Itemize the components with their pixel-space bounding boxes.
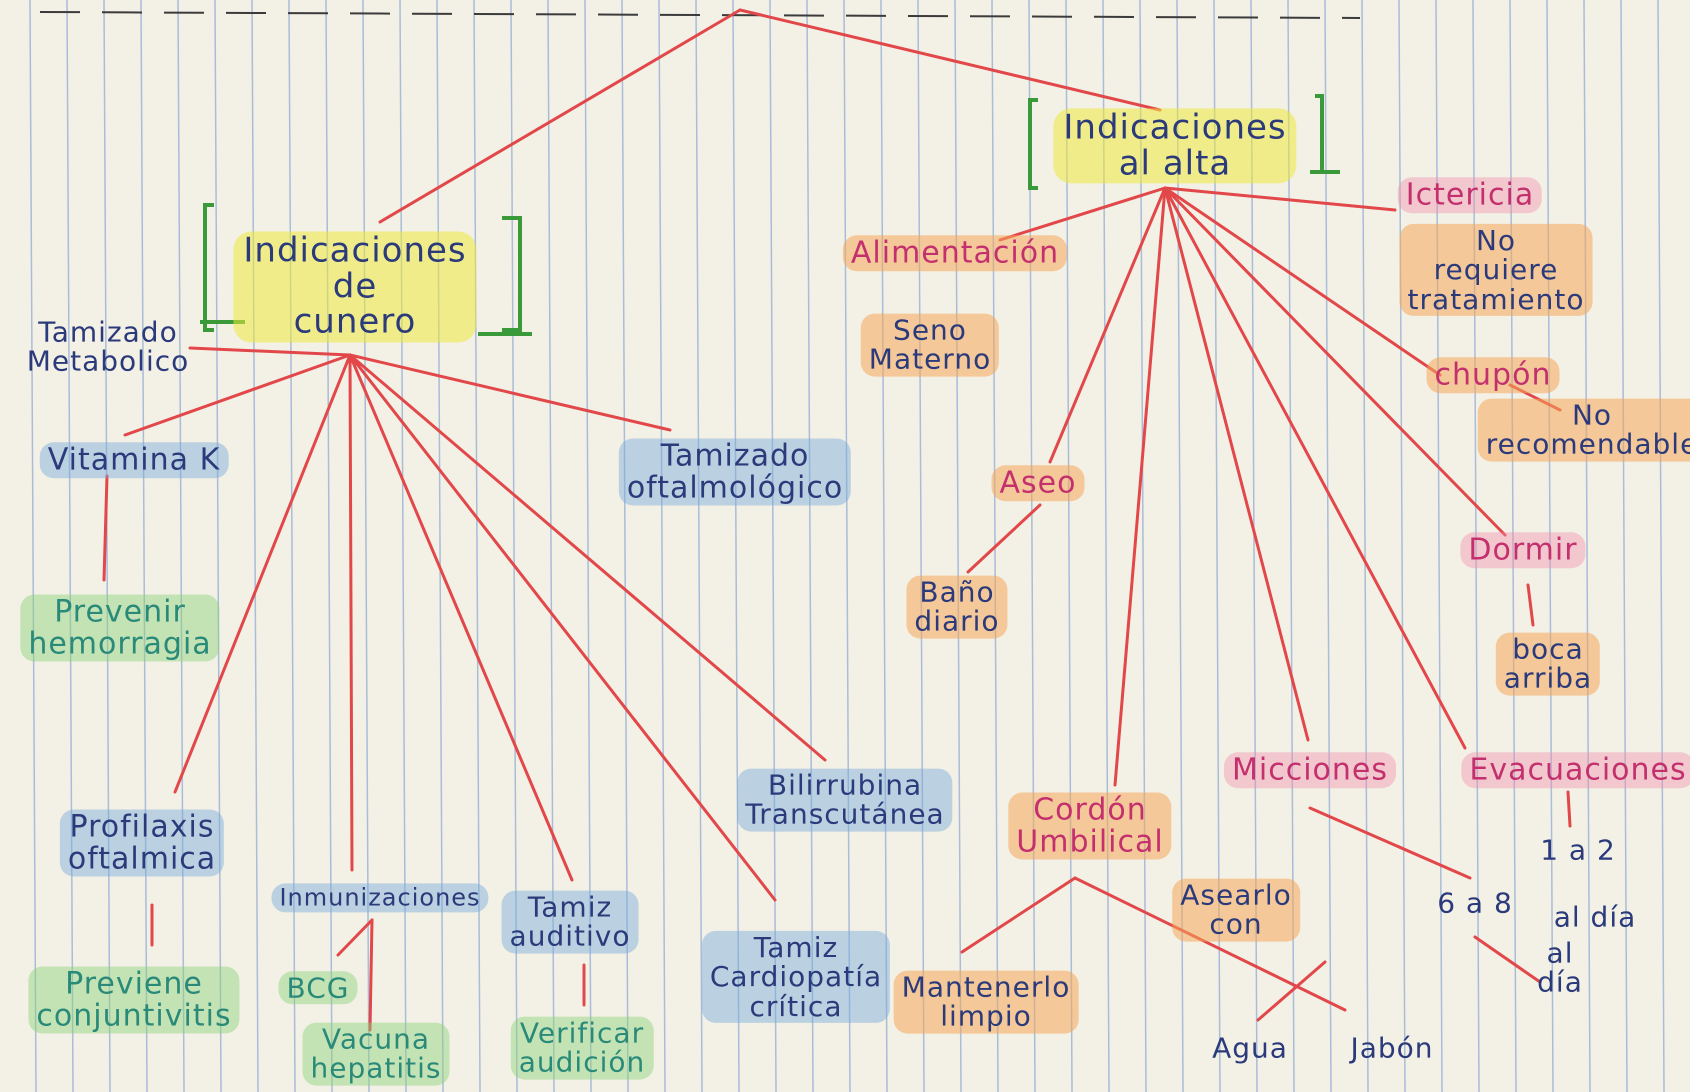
ruling-line xyxy=(1324,0,1332,1092)
ruling-line xyxy=(399,0,407,1092)
tamizado-metabolico-node: Tamizado Metabolico xyxy=(26,315,190,378)
ruling-line xyxy=(1472,0,1480,1092)
tamizado-oftalmologico-node: Tamizado oftalmológico xyxy=(618,438,852,506)
ruling-line xyxy=(510,0,518,1092)
ruling-line xyxy=(1620,0,1628,1092)
ruling-line xyxy=(769,0,777,1092)
profilaxis-node: Profilaxis oftalmica xyxy=(59,809,225,877)
no-requiere-node: No requiere tratamiento xyxy=(1399,223,1593,317)
left-root-node: Indicaciones de cunero xyxy=(233,231,477,343)
ruling-line xyxy=(547,0,555,1092)
aseo-node: Aseo xyxy=(991,465,1085,501)
uno-a-dos-node: 1 a 2 xyxy=(1540,833,1616,867)
ruling-line xyxy=(1583,0,1591,1092)
ruling-line xyxy=(140,0,148,1092)
seno-materno-node: Seno Materno xyxy=(860,313,1000,377)
ruling-line xyxy=(325,0,333,1092)
agua-node: Agua xyxy=(1212,1031,1288,1065)
ruling-line xyxy=(103,0,111,1092)
alimentacion-node: Alimentación xyxy=(842,235,1068,271)
ruling-line xyxy=(177,0,185,1092)
al-dia-label: al día xyxy=(1553,900,1637,934)
cordon-umbilical-node: Cordón Umbilical xyxy=(1008,792,1172,860)
previene-conjuntivitis-node: Previene conjuntivitis xyxy=(28,966,240,1034)
ruling-line xyxy=(251,0,259,1092)
ruling-line xyxy=(1546,0,1554,1092)
ruling-line xyxy=(29,0,37,1092)
mantenerlo-limpio-node: Mantenerlo limpio xyxy=(893,970,1079,1034)
ruling-line xyxy=(621,0,629,1092)
ruling-line xyxy=(1398,0,1406,1092)
ruling-line xyxy=(288,0,296,1092)
ruling-line xyxy=(1361,0,1369,1092)
asearlo-con-node: Asearlo con xyxy=(1172,878,1300,942)
ruling-line xyxy=(436,0,444,1092)
ruling-line xyxy=(658,0,666,1092)
right-root-brackets xyxy=(1028,94,1340,190)
ruling-line xyxy=(66,0,74,1092)
inmunizaciones-node: Inmunizaciones xyxy=(271,883,489,913)
ruling-line xyxy=(214,0,222,1092)
bilirrubina-node: Bilirrubina Transcutánea xyxy=(737,768,953,832)
ruling-line xyxy=(880,0,888,1092)
tamiz-auditivo-node: Tamiz auditivo xyxy=(501,890,639,954)
ruling-line xyxy=(584,0,592,1092)
ruling-line xyxy=(1509,0,1517,1092)
ruling-line xyxy=(695,0,703,1092)
al-dia-label-2: al día xyxy=(1537,936,1583,999)
ruling-line xyxy=(954,0,962,1092)
right-root-node: Indicaciones al alta xyxy=(1053,108,1297,184)
bano-diario-node: Baño diario xyxy=(906,575,1008,639)
ruling-line xyxy=(473,0,481,1092)
top-dashed-line xyxy=(39,11,1361,19)
seis-a-ocho-node: 6 a 8 xyxy=(1437,886,1513,920)
micciones-node: Micciones xyxy=(1224,752,1396,788)
evacuaciones-node: Evacuaciones xyxy=(1461,752,1690,788)
ruling-line xyxy=(1435,0,1443,1092)
no-recomendable-node: No recomendable xyxy=(1477,398,1690,462)
dormir-node: Dormir xyxy=(1460,532,1586,568)
paper-ruling xyxy=(29,0,1665,1092)
ruling-line xyxy=(806,0,814,1092)
verificar-audicion-node: Verificar audición xyxy=(510,1016,654,1080)
tamiz-cardiopatia-node: Tamiz Cardiopatía crítica xyxy=(701,930,891,1024)
bcg-node: BCG xyxy=(278,971,358,1005)
prevenir-hemorragia-node: Prevenir hemorragia xyxy=(20,594,220,662)
jabon-node: Jabón xyxy=(1350,1031,1434,1065)
ruling-line xyxy=(843,0,851,1092)
ictericia-node: Ictericia xyxy=(1397,177,1543,213)
boca-arriba-node: boca arriba xyxy=(1495,632,1601,696)
vitamina-k-node: Vitamina K xyxy=(39,442,229,478)
chupon-node: chupón xyxy=(1426,357,1560,393)
ruling-line xyxy=(1657,0,1665,1092)
ruling-line xyxy=(732,0,740,1092)
ruling-line xyxy=(362,0,370,1092)
connector-lines xyxy=(102,8,1572,1032)
ruling-line xyxy=(917,0,925,1092)
vacuna-hepatitis-node: Vacuna hepatitis xyxy=(302,1022,450,1086)
